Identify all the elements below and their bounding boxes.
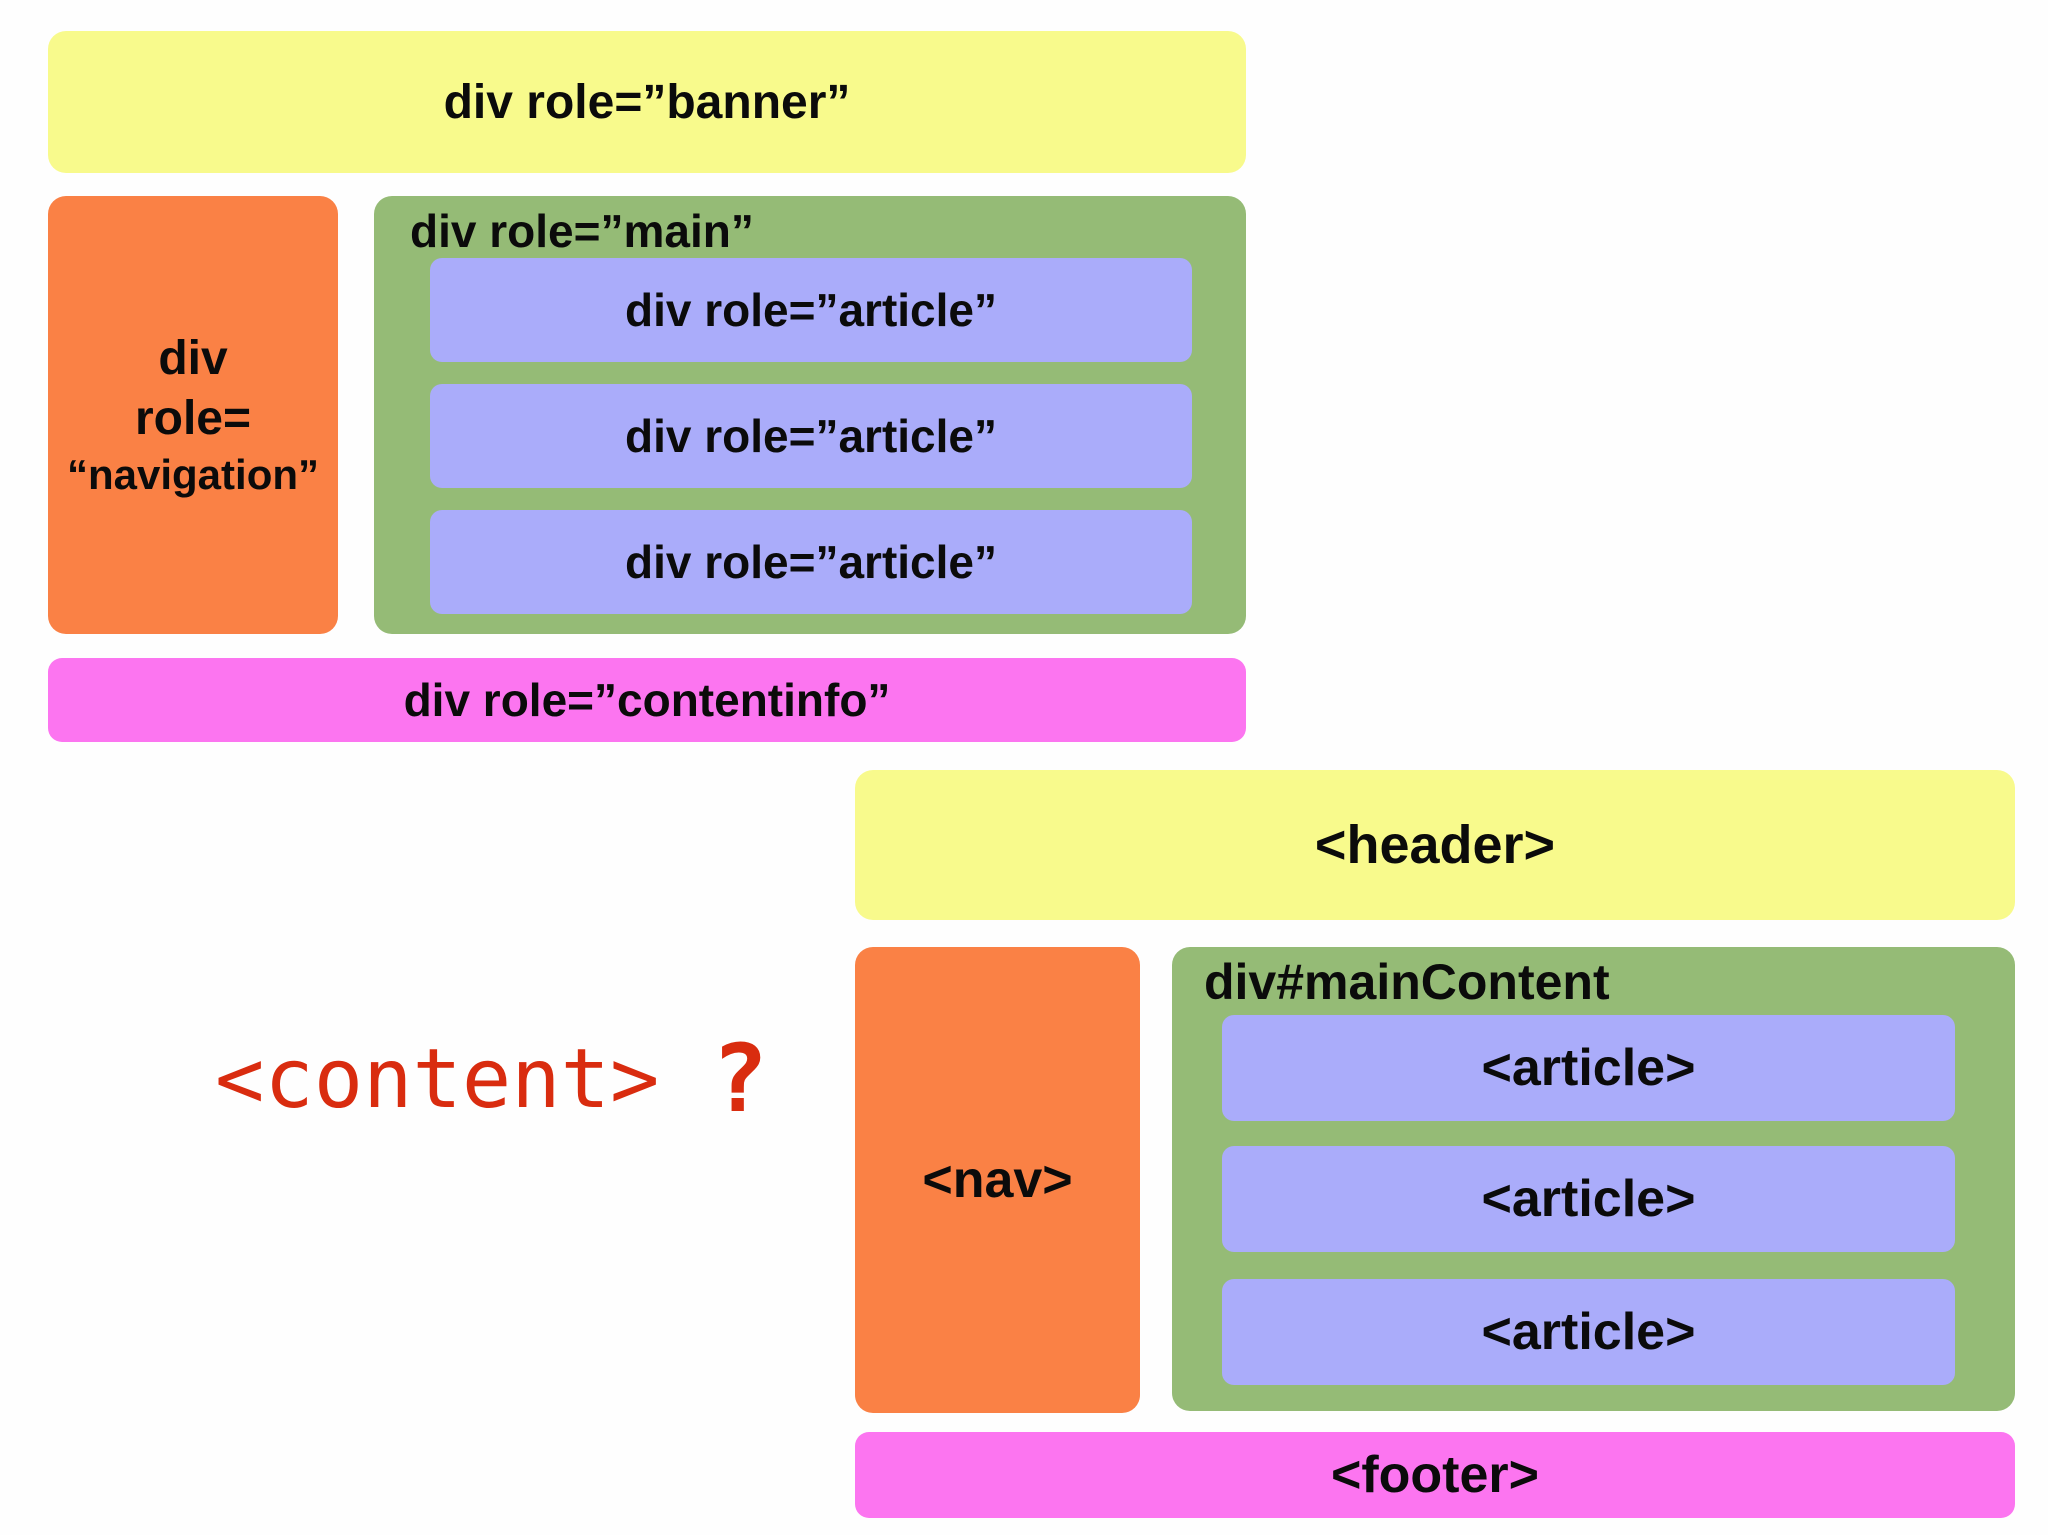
content-tag-text: <content>	[215, 1032, 660, 1127]
aria-banner-label: div role=”banner”	[443, 75, 851, 129]
html5-article-label-2: <article>	[1481, 1170, 1696, 1228]
html5-article-label-3: <article>	[1481, 1303, 1696, 1361]
html5-footer-label: <footer>	[1330, 1446, 1540, 1504]
aria-navigation-label-line2: role=	[134, 391, 252, 445]
aria-contentinfo-label: div role=”contentinfo”	[403, 674, 891, 726]
aria-article-label-1: div role=”article”	[625, 284, 997, 336]
html5-article-label-1: <article>	[1481, 1039, 1696, 1097]
html5-nav-box: <nav>	[855, 947, 1140, 1413]
aria-article-box-3: div role=”article”	[430, 510, 1192, 614]
html5-nav-label: <nav>	[922, 1151, 1073, 1209]
html5-header-box: <header>	[855, 770, 2015, 920]
aria-contentinfo-box: div role=”contentinfo”	[48, 658, 1246, 742]
aria-navigation-label-line3: “navigation”	[66, 450, 320, 498]
aria-article-box-2: div role=”article”	[430, 384, 1192, 488]
aria-main-box: div role=”main” div role=”article” div r…	[374, 196, 1246, 634]
html5-article-box-1: <article>	[1222, 1015, 1955, 1121]
aria-navigation-label-line1: div	[158, 331, 228, 385]
aria-main-label: div role=”main”	[410, 205, 754, 257]
aria-banner-box: div role=”banner”	[48, 31, 1246, 173]
html5-article-box-3: <article>	[1222, 1279, 1955, 1385]
html5-maincontent-label: div#mainContent	[1204, 954, 1610, 1010]
question-mark: ?	[711, 1025, 768, 1134]
html5-footer-box: <footer>	[855, 1432, 2015, 1518]
aria-navigation-box: div role= “navigation”	[48, 196, 338, 634]
aria-article-label-3: div role=”article”	[625, 536, 997, 588]
aria-article-box-1: div role=”article”	[430, 258, 1192, 362]
html5-article-box-2: <article>	[1222, 1146, 1955, 1252]
html5-maincontent-box: div#mainContent <article> <article> <art…	[1172, 947, 2015, 1411]
aria-article-label-2: div role=”article”	[625, 410, 997, 462]
content-tag-annotation: <content> ?	[215, 1025, 768, 1134]
html5-header-label: <header>	[1314, 815, 1556, 875]
